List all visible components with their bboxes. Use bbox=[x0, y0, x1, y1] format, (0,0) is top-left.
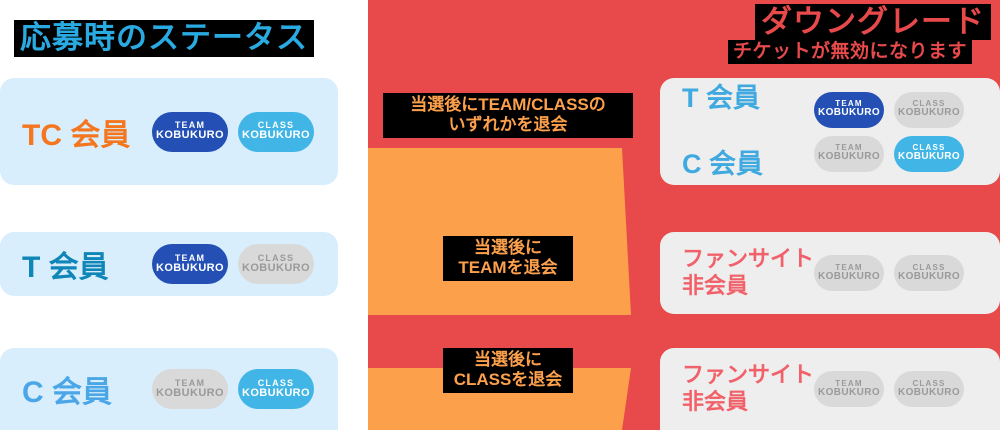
badge-line-1: TEAM bbox=[174, 377, 206, 388]
right-column-subtitle: チケットが無効になります bbox=[728, 40, 973, 64]
badge-line-2: KOBUKURO bbox=[817, 386, 881, 398]
arrow-label-withdraw-team: 当選後に TEAMを退会 bbox=[443, 236, 573, 282]
badge-line-2: KOBUKURO bbox=[242, 261, 310, 274]
badge-line-1: TEAM bbox=[174, 252, 206, 263]
badge-line-1: CLASS bbox=[912, 143, 946, 153]
badge-row-t: TEAM KOBUKURO CLASS KOBUKURO bbox=[814, 91, 964, 128]
left-row-t-badges: TEAM KOBUKURO CLASS KOBUKURO bbox=[152, 244, 314, 284]
arrow-label-withdraw-either: 当選後にTEAM/CLASSの いずれかを退会 bbox=[383, 93, 633, 139]
badge-line-2: KOBUKURO bbox=[242, 386, 310, 399]
arrow-label-withdraw-class: 当選後に CLASSを退会 bbox=[443, 348, 573, 394]
right-row-label-line-1: T 会員 bbox=[682, 83, 760, 114]
badge-line-2: KOBUKURO bbox=[897, 107, 961, 119]
badge-line-2: KOBUKURO bbox=[897, 151, 961, 163]
class-kobukuro-badge: CLASS KOBUKURO bbox=[894, 135, 964, 172]
badge-line-2: KOBUKURO bbox=[897, 270, 961, 282]
right-column-title: ダウングレード bbox=[755, 4, 991, 40]
team-kobukuro-badge: TEAM KOBUKURO bbox=[814, 135, 884, 172]
team-kobukuro-badge: TEAM KOBUKURO bbox=[152, 111, 228, 152]
badge-line-2: KOBUKURO bbox=[897, 386, 961, 398]
right-row-nonmember-2: ファンサイト 非会員 TEAM KOBUKURO CLASS KOBUKURO bbox=[660, 348, 1000, 430]
team-kobukuro-badge: TEAM KOBUKURO bbox=[814, 371, 884, 407]
right-row-nonmember-label: ファンサイト 非会員 bbox=[682, 246, 815, 298]
team-kobukuro-badge: TEAM KOBUKURO bbox=[814, 255, 884, 291]
badge-line-1: TEAM bbox=[835, 99, 863, 109]
team-kobukuro-badge: TEAM KOBUKURO bbox=[814, 91, 884, 128]
badge-line-2: KOBUKURO bbox=[817, 107, 881, 119]
class-kobukuro-badge: CLASS KOBUKURO bbox=[894, 255, 964, 291]
class-kobukuro-badge: CLASS KOBUKURO bbox=[238, 369, 314, 409]
right-row-t-c-badge-rows: TEAM KOBUKURO CLASS KOBUKURO TEAM KOBUKU… bbox=[814, 91, 964, 172]
left-row-tc-label: TC 会員 bbox=[22, 118, 131, 152]
badge-line-2: KOBUKURO bbox=[156, 386, 224, 399]
team-kobukuro-badge: TEAM KOBUKURO bbox=[152, 369, 228, 409]
badge-line-2: KOBUKURO bbox=[156, 261, 224, 274]
arrow-tip bbox=[622, 368, 631, 430]
badge-line-1: CLASS bbox=[912, 378, 946, 388]
badge-row-c: TEAM KOBUKURO CLASS KOBUKURO bbox=[814, 135, 964, 172]
badge-line-2: KOBUKURO bbox=[817, 151, 881, 163]
right-row-nonmember-badges: TEAM KOBUKURO CLASS KOBUKURO bbox=[814, 371, 964, 407]
application-status-column: 応募時のステータス TC 会員 TEAM KOBUKURO CLASS KOBU… bbox=[0, 0, 368, 430]
left-row-tc: TC 会員 TEAM KOBUKURO CLASS KOBUKURO bbox=[0, 78, 338, 185]
left-row-c-label: C 会員 bbox=[22, 376, 112, 409]
badge-line-2: KOBUKURO bbox=[242, 129, 310, 142]
right-row-t-c-label: T 会員 C 会員 bbox=[682, 49, 814, 214]
right-row-nonmember-badges: TEAM KOBUKURO CLASS KOBUKURO bbox=[814, 255, 964, 291]
badge-line-1: CLASS bbox=[257, 377, 295, 388]
right-row-nonmember-label: ファンサイト 非会員 bbox=[682, 362, 815, 414]
badge-line-1: CLASS bbox=[912, 99, 946, 109]
badge-line-1: CLASS bbox=[257, 120, 295, 130]
team-kobukuro-badge: TEAM KOBUKURO bbox=[152, 244, 228, 284]
right-title-area: ダウングレード チケットが無効になります bbox=[368, 4, 1000, 66]
badge-line-1: CLASS bbox=[912, 262, 946, 272]
badge-line-1: TEAM bbox=[835, 143, 863, 153]
badge-line-1: TEAM bbox=[835, 378, 863, 388]
right-row-label-line-2: C 会員 bbox=[682, 148, 763, 179]
arrow-tip bbox=[622, 148, 631, 315]
class-kobukuro-badge: CLASS KOBUKURO bbox=[238, 244, 314, 284]
badge-line-1: TEAM bbox=[174, 120, 206, 130]
left-row-c: C 会員 TEAM KOBUKURO CLASS KOBUKURO bbox=[0, 348, 338, 430]
left-row-t: T 会員 TEAM KOBUKURO CLASS KOBUKURO bbox=[0, 232, 338, 296]
right-row-nonmember-1: ファンサイト 非会員 TEAM KOBUKURO CLASS KOBUKURO bbox=[660, 232, 1000, 314]
badge-line-2: KOBUKURO bbox=[156, 129, 224, 142]
left-row-c-badges: TEAM KOBUKURO CLASS KOBUKURO bbox=[152, 369, 314, 409]
left-row-tc-badges: TEAM KOBUKURO CLASS KOBUKURO bbox=[152, 111, 314, 152]
downgrade-arrow-primary bbox=[368, 148, 631, 315]
left-column-title: 応募時のステータス bbox=[14, 20, 314, 57]
badge-line-1: CLASS bbox=[257, 252, 295, 263]
badge-line-1: TEAM bbox=[835, 262, 863, 272]
class-kobukuro-badge: CLASS KOBUKURO bbox=[894, 371, 964, 407]
right-row-t-and-c: T 会員 C 会員 TEAM KOBUKURO CLASS KOBUKURO T… bbox=[660, 78, 1000, 185]
class-kobukuro-badge: CLASS KOBUKURO bbox=[238, 111, 314, 152]
badge-line-2: KOBUKURO bbox=[817, 270, 881, 282]
class-kobukuro-badge: CLASS KOBUKURO bbox=[894, 91, 964, 128]
left-row-t-label: T 会員 bbox=[22, 251, 109, 284]
